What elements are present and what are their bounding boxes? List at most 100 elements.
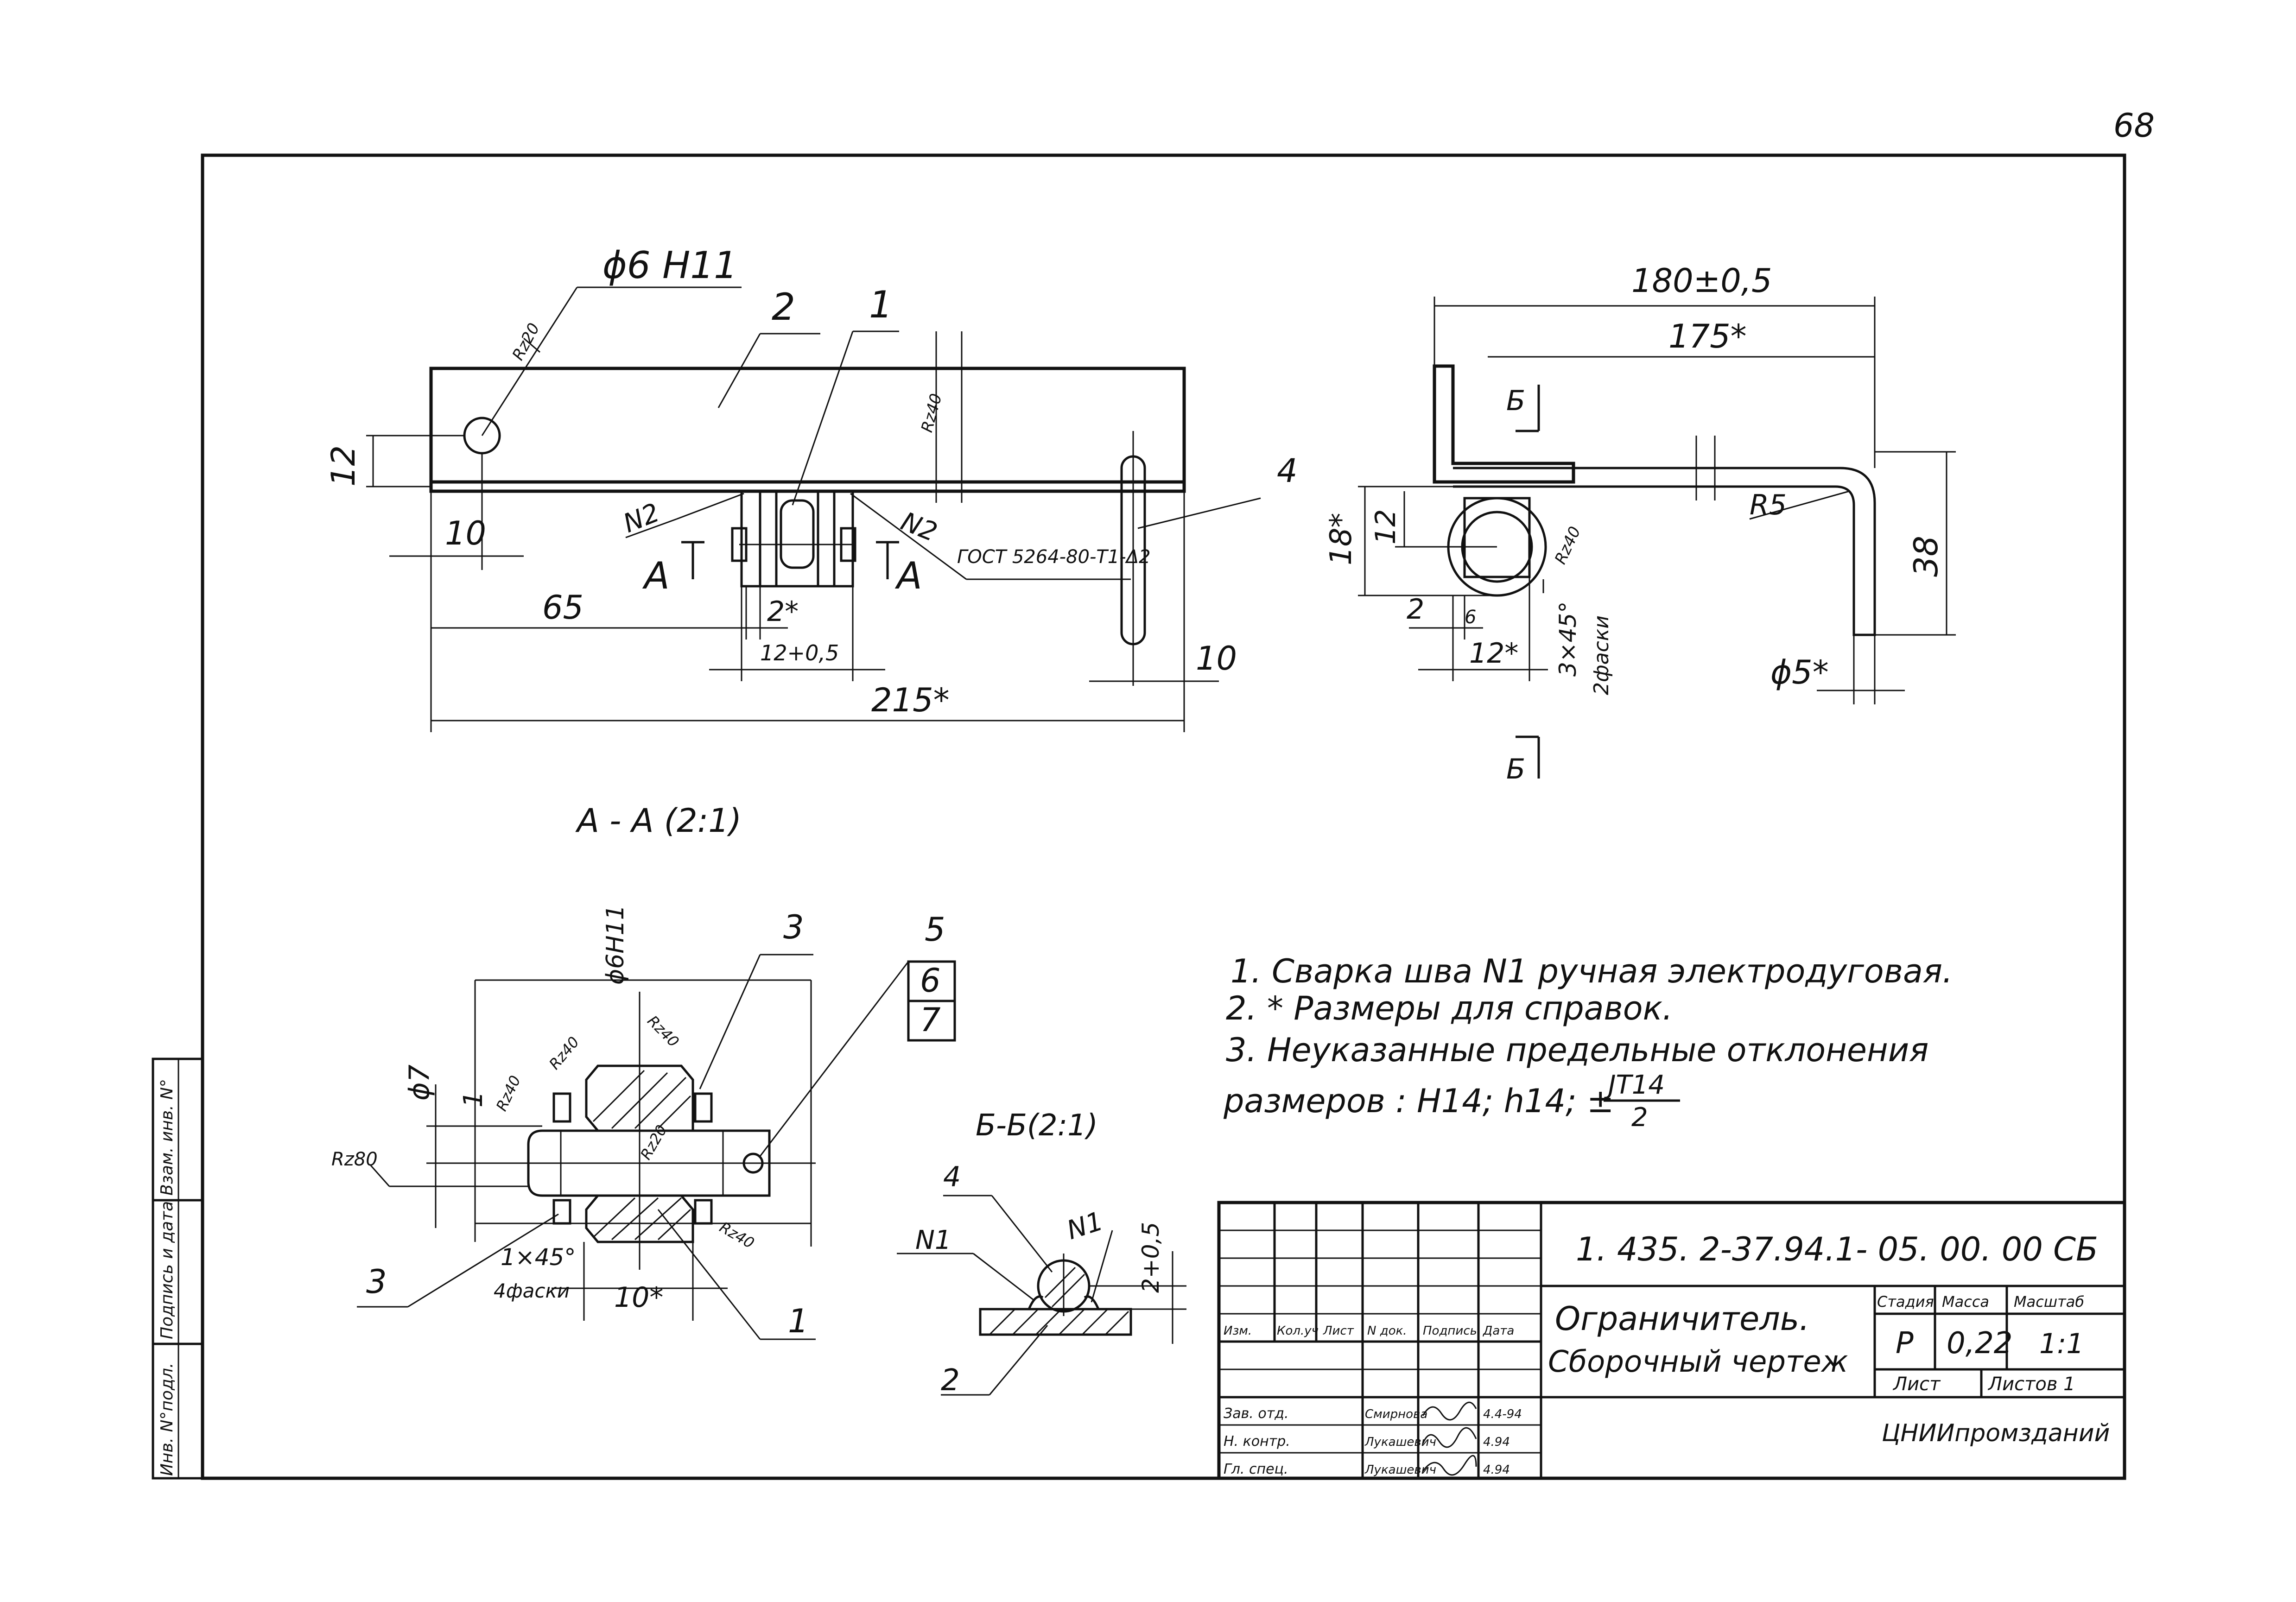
tb-role-1: Зав. отд. [1224, 1406, 1288, 1422]
section-aa: А - А (2:1) ϕ6H [331, 802, 956, 1340]
side-section-b-bottom: Б [1506, 753, 1525, 785]
section-aa-callout-3-bottom: 3 [366, 1263, 387, 1301]
side-dim-38: 38 [1907, 536, 1945, 577]
side-stamp-cell-3: Взам. инв. N° [158, 1079, 177, 1196]
main-weld-right: N2 [897, 507, 941, 548]
main-dim-10-right: 10 [1196, 640, 1237, 678]
note-line-4-denominator: 2 [1631, 1102, 1648, 1133]
tb-hdr-data: Дата [1483, 1324, 1514, 1338]
main-section-a-right: A [894, 554, 922, 597]
side-dim-6: 6 [1465, 607, 1476, 628]
section-bb-weld-right: N1 [1063, 1206, 1107, 1246]
tb-list-label: Лист [1892, 1374, 1941, 1395]
drawing-frame [201, 153, 2126, 1480]
section-aa-callout-7: 7 [920, 1001, 941, 1039]
note-line-1: 1. Сварка шва N1 ручная электродуговая. [1230, 952, 1953, 990]
side-section-b-top: Б [1506, 385, 1525, 417]
tb-masshtab: 1:1 [2039, 1328, 2084, 1360]
signature-2 [1422, 1427, 1477, 1448]
title-block: Изм. Кол.уч Лист N док. Подпись Дата Зав… [1217, 1201, 2126, 1480]
section-bb-callout-2: 2 [941, 1363, 960, 1398]
main-roughness-right: Rz40 [918, 392, 946, 434]
main-dim-12: 12 [324, 445, 362, 487]
tb-name-2: Лукашевич [1364, 1435, 1436, 1449]
note-line-3: 3. Неуказанные предельные отклонения [1226, 1031, 1928, 1069]
tb-date-2: 4.94 [1483, 1435, 1510, 1449]
tb-name-3: Лукашевич [1364, 1463, 1436, 1477]
main-hole-label: ϕ6 H11 [603, 244, 737, 287]
tb-listov-label: Листов 1 [1987, 1374, 2075, 1395]
tb-stadiya: Р [1896, 1326, 1914, 1361]
side-dim-12: 12 [1370, 509, 1402, 545]
tb-name-line-1: Ограничитель. [1555, 1300, 1809, 1338]
tb-name-line-2: Сборочный чертеж [1548, 1345, 1848, 1379]
main-section-a-left: A [642, 554, 670, 597]
section-aa-callout-5: 5 [925, 911, 945, 949]
tb-date-3: 4.94 [1483, 1463, 1510, 1477]
tb-designation: 1. 435. 2-37.94.1- 05. 00. 00 СБ [1576, 1230, 2098, 1268]
main-view: Rz40 ϕ6 H11 Rz20 2 1 A A N2 [324, 244, 1298, 732]
side-dim-r5: R5 [1750, 489, 1787, 521]
main-roughness-hole: Rz20 [509, 320, 544, 364]
section-aa-chamfer-count: 4фаски [494, 1279, 570, 1302]
sheet-number: 68 [2113, 107, 2155, 145]
section-aa-title: А - А (2:1) [575, 802, 742, 840]
signature-1 [1422, 1401, 1477, 1421]
tb-role-2: Н. контр. [1224, 1433, 1290, 1450]
tb-hdr-massa: Масса [1942, 1293, 1989, 1311]
side-dim-2: 2 [1407, 593, 1424, 626]
section-aa-rz40-a: Rz40 [493, 1073, 524, 1114]
main-weld-standard: ГОСТ 5264-80-Т1-Δ2 [957, 546, 1151, 568]
note-line-2: 2. * Размеры для справок. [1226, 989, 1673, 1027]
section-aa-chamfer: 1×45° [501, 1244, 576, 1271]
note-line-4-prefix: размеров : Н14; h14; ± [1223, 1082, 1614, 1120]
side-stamp-cell-2: Подпись и дата [158, 1201, 177, 1339]
tb-hdr-masshtab: Масштаб [2014, 1293, 2084, 1311]
section-aa-rz20: Rz20 [637, 1122, 671, 1163]
main-dim-215: 215* [871, 681, 950, 719]
section-aa-callout-1: 1 [788, 1302, 809, 1340]
section-bb-dim: 2+0,5 [1137, 1222, 1164, 1293]
side-stamp-cell-1: Инв. N°подл. [158, 1363, 177, 1476]
section-bb-weld-left: N1 [915, 1225, 951, 1255]
side-dim-12star: 12* [1469, 637, 1518, 670]
tb-date-1: 4.4-94 [1483, 1407, 1522, 1421]
note-line-4-numerator: JT14 [1604, 1070, 1665, 1100]
section-bb: Б-Б(2:1) 4 2 N1 N1 2+0,5 [897, 1108, 1186, 1398]
main-dim-2star: 2* [767, 595, 799, 628]
side-roughness: Rz40 [1551, 524, 1585, 567]
section-bb-callout-4: 4 [943, 1161, 961, 1193]
main-weld-left: N2 [619, 498, 664, 539]
section-aa-rz80: Rz80 [331, 1149, 378, 1170]
main-dim-12-tol: 12+0,5 [760, 640, 839, 665]
side-dim-180: 180±0,5 [1631, 262, 1772, 300]
section-aa-dim-d7: ϕ7 [403, 1064, 436, 1101]
side-view: 180±0,5 175* Б Б R5 38 18* 12 2 6 1 [1324, 262, 1956, 785]
tb-name-1: Смирнова [1365, 1407, 1427, 1421]
notes: 1. Сварка шва N1 ручная электродуговая. … [1223, 952, 1953, 1133]
tb-role-3: Гл. спец. [1224, 1461, 1288, 1477]
tb-hdr-podpis: Подпись [1423, 1324, 1477, 1338]
main-callout-4: 4 [1277, 452, 1298, 490]
main-dim-65: 65 [542, 589, 584, 627]
tb-hdr-izm: Изм. [1224, 1324, 1252, 1338]
side-stamp: Инв. N°подл. Подпись и дата Взам. инв. N… [152, 1057, 204, 1480]
section-aa-dim-1: 1 [458, 1091, 488, 1108]
section-aa-callout-3-top: 3 [783, 908, 804, 946]
section-aa-rz40-c: Rz40 [644, 1012, 682, 1051]
tb-hdr-stadiya: Стадия [1877, 1293, 1934, 1311]
side-chamfer: 3×45° [1554, 602, 1581, 677]
main-callout-1: 1 [869, 283, 893, 326]
section-bb-title: Б-Б(2:1) [976, 1108, 1098, 1143]
section-aa-dim-10star: 10* [614, 1281, 663, 1314]
section-aa-hole-label: ϕ6H11 [602, 905, 629, 985]
tb-massa: 0,22 [1947, 1326, 2013, 1361]
tb-organization: ЦНИИпромзданий [1882, 1419, 2110, 1447]
section-aa-rz40-b: Rz40 [545, 1033, 583, 1073]
tb-hdr-ndok: N док. [1367, 1324, 1407, 1338]
section-aa-callout-6: 6 [920, 962, 941, 1000]
side-dim-d5: ϕ5* [1770, 653, 1829, 691]
side-chamfer-count: 2фаски [1590, 615, 1613, 695]
main-callout-2: 2 [772, 285, 795, 329]
